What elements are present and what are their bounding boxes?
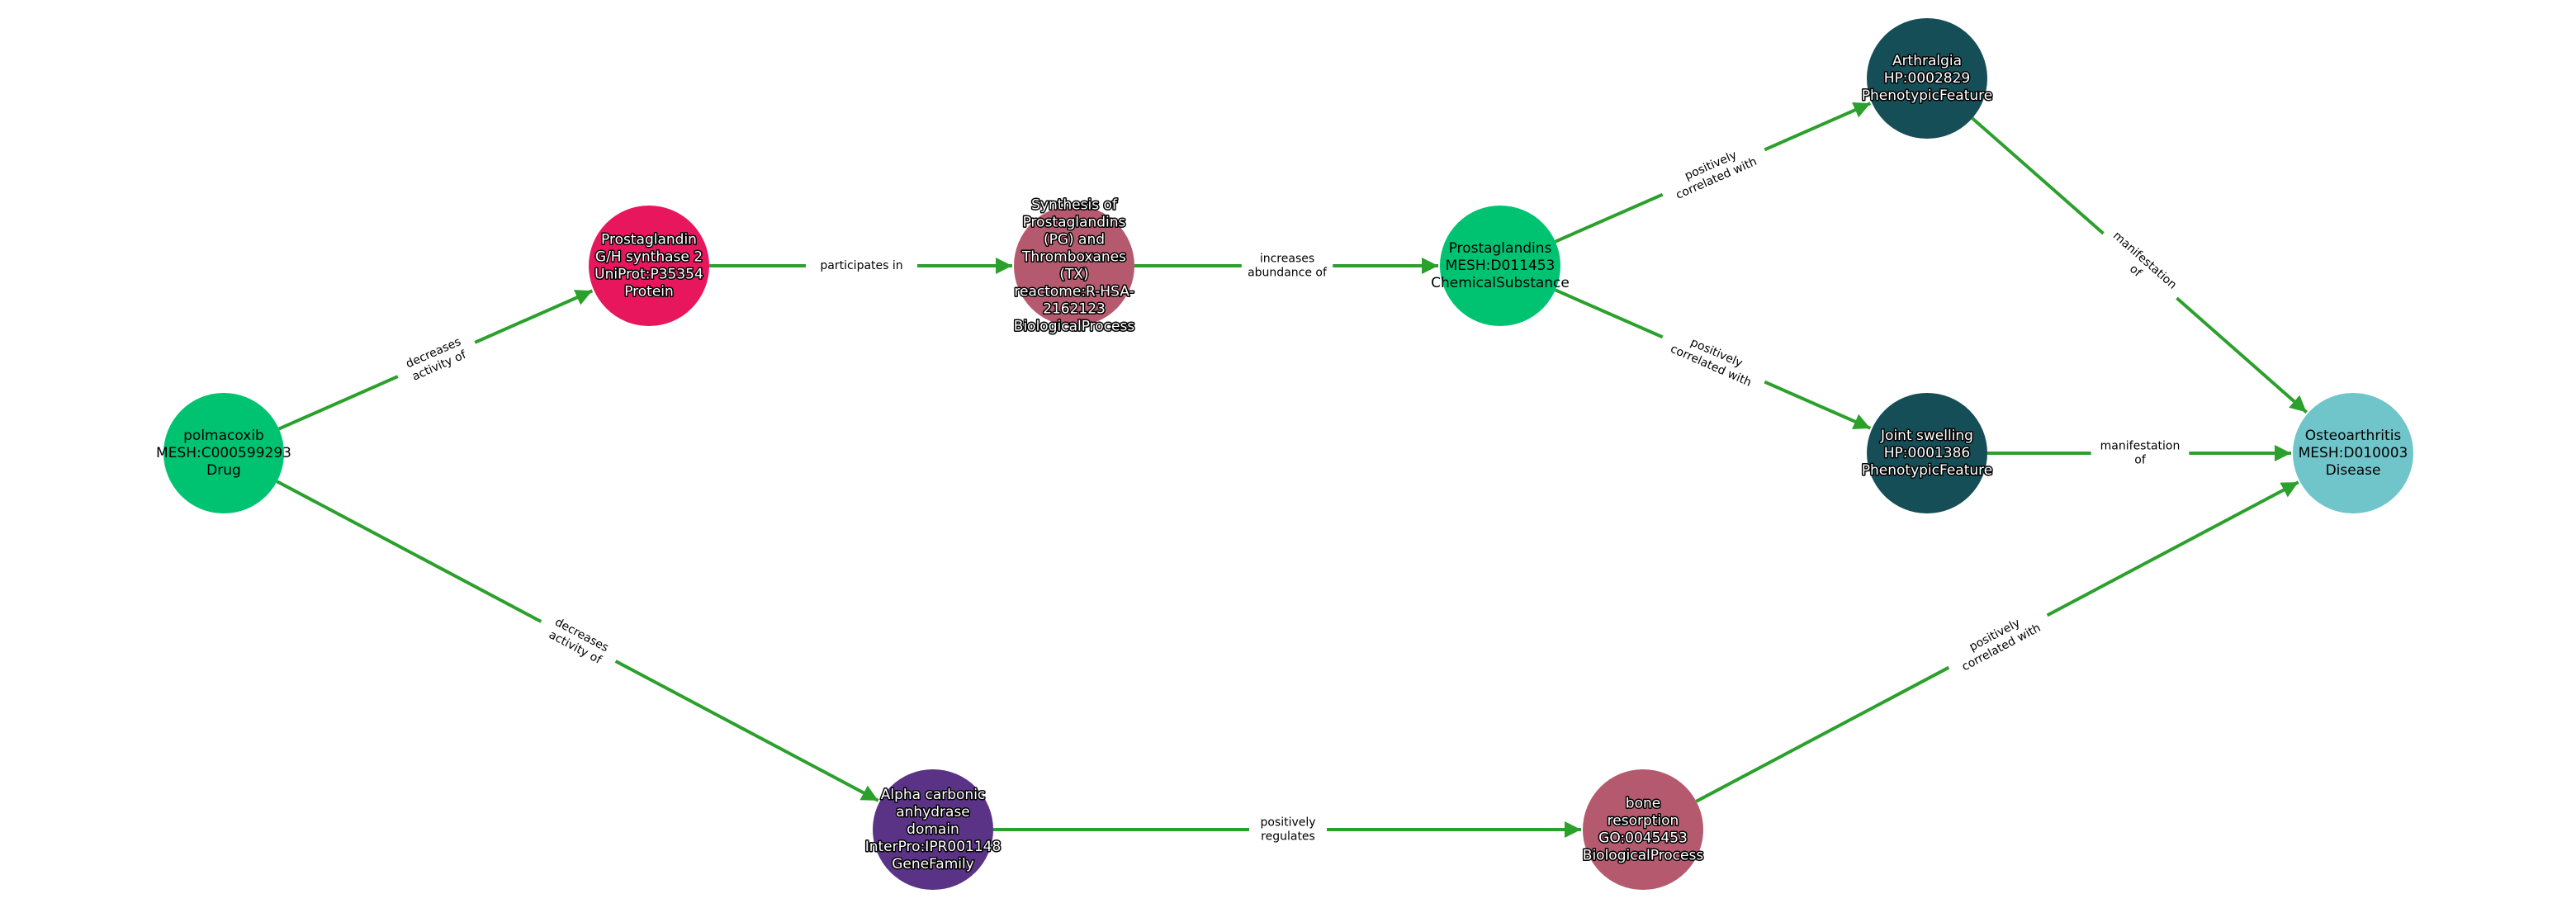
node-label: reactome:R-HSA- (1014, 284, 1134, 300)
node-label: BiologicalProcess (1014, 319, 1135, 335)
node-circle[interactable] (1867, 393, 1987, 513)
node-label: PhenotypicFeature (1862, 87, 1993, 104)
node-label: (PG) and (1044, 232, 1105, 248)
node-label: UniProt:P35354 (594, 267, 703, 283)
node-circle[interactable] (1440, 206, 1560, 326)
node-circle[interactable] (873, 769, 993, 890)
node-label: HP:0002829 (1884, 70, 1970, 87)
edge-label-bg (1655, 135, 1772, 210)
node-label: GeneFamily (892, 856, 974, 873)
node-circle[interactable] (1867, 18, 1987, 139)
edge-label-bg (391, 327, 482, 392)
node-label: Joint swelling (1880, 428, 1973, 444)
node-label: InterPro:IPR001148 (865, 839, 1002, 855)
node-label: domain (907, 821, 959, 838)
node-label: (TX) (1059, 267, 1088, 283)
node-label: Thromboxanes (1021, 249, 1126, 266)
node-label: PhenotypicFeature (1862, 462, 1993, 479)
node-circle[interactable] (589, 206, 709, 326)
edge-label-bg (1940, 600, 2056, 683)
node-label: Prostaglandins (1023, 215, 1126, 231)
edge-label-text: increases (1260, 253, 1314, 266)
node-label: Prostaglandins (1449, 240, 1552, 257)
edge-label-text: positively (1260, 816, 1315, 830)
node-label: G/H synthase 2 (595, 249, 703, 266)
node-label: resorption (1608, 813, 1679, 830)
node-label: anhydrase (896, 804, 970, 821)
node-label: Arthralgia (1892, 53, 1962, 69)
node-label: MESH:D010003 (2299, 445, 2408, 461)
node-label: ChemicalSubstance (1431, 275, 1570, 291)
edge-pgh2-synth: participates in (709, 256, 1012, 276)
node-joint[interactable]: Joint swellingHP:0001386PhenotypicFeatur… (1860, 393, 1994, 513)
edge-label-bg (1241, 249, 1333, 282)
edge-label-bg (2092, 220, 2188, 311)
edge-label-bg (1655, 322, 1772, 397)
edge-label-bg (2091, 437, 2190, 470)
edge-label: participates in (806, 256, 917, 276)
edge-label-text: of (2134, 454, 2147, 467)
node-label: polmacoxib (183, 428, 264, 444)
node-circle[interactable] (1583, 769, 1703, 890)
node-label: MESH:C000599293 (156, 445, 291, 461)
edge-label-text: abundance of (1248, 267, 1328, 280)
edge-label-text: participates in (820, 259, 902, 272)
node-label: Prostaglandin (601, 232, 697, 248)
node-label: HP:0001386 (1884, 445, 1970, 461)
node-label: bone (1626, 796, 1660, 812)
node-label: MESH:D011453 (1446, 258, 1556, 274)
node-bone[interactable]: boneresorptionGO:0045453BiologicalProces… (1581, 769, 1705, 890)
node-label: Synthesis of (1031, 197, 1118, 214)
node-label: Protein (624, 284, 674, 300)
node-label: BiologicalProcess (1583, 848, 1704, 864)
node-label: GO:0045453 (1598, 830, 1688, 847)
node-label: Osteoarthritis (2305, 428, 2402, 444)
node-circle[interactable] (1014, 206, 1134, 326)
node-circle[interactable] (163, 393, 284, 513)
edge-label-bg (806, 256, 917, 276)
edge-label-text: regulates (1261, 830, 1315, 844)
node-alpha[interactable]: Alpha carbonicanhydrasedomainInterPro:IP… (864, 769, 1002, 890)
edge-label-bg (1249, 813, 1327, 846)
node-label: Drug (206, 462, 241, 479)
node-pg[interactable]: ProstaglandinsMESH:D011453ChemicalSubsta… (1431, 206, 1570, 326)
node-label: Alpha carbonic (881, 787, 986, 803)
node-label: 2162123 (1043, 301, 1106, 318)
node-circle[interactable] (2293, 393, 2413, 513)
edge-label-text: manifestation (2100, 440, 2181, 453)
node-label: Disease (2326, 462, 2381, 479)
edge-label-bg (533, 607, 624, 676)
